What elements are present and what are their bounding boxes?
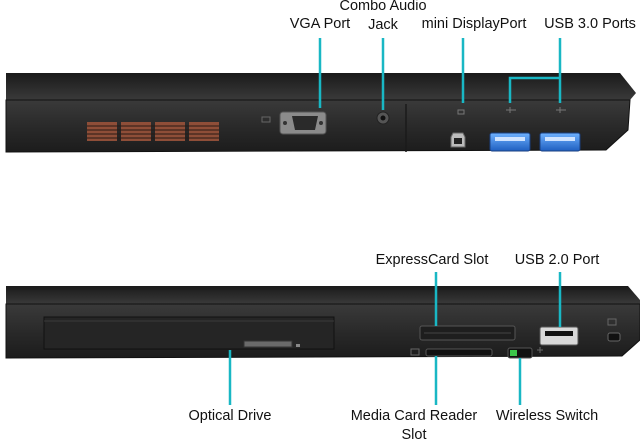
label-mini-displayport: mini DisplayPort [416,15,532,34]
label-combo-audio-line2: Jack [368,17,398,33]
wireless-switch-icon [507,347,543,359]
usb2-port-icon [539,326,579,346]
label-mini-displayport-text: mini DisplayPort [421,16,527,32]
label-usb30-ports-text: USB 3.0 Ports [544,16,636,32]
cooling-vent-icon [87,122,219,141]
security-lock-slot-icon [607,318,621,342]
label-media-card-line1: Media Card Reader [350,408,478,424]
mini-displayport-icon [450,132,466,148]
label-usb30-ports: USB 3.0 Ports [540,15,640,34]
label-wireless-switch-text: Wireless Switch [495,408,599,424]
laptop-left-side [5,73,636,153]
label-media-card-reader-slot: Media Card Reader Slot [347,407,481,445]
vga-port-icon [261,111,327,135]
label-optical-drive: Optical Drive [182,407,278,426]
callout-lines [228,38,562,405]
label-media-card-line2: Slot [401,427,427,443]
label-usb20-port-text: USB 2.0 Port [514,252,600,268]
label-expresscard-slot-text: ExpressCard Slot [375,252,489,268]
usb3-ports-icon [489,132,581,152]
label-optical-drive-text: Optical Drive [188,408,272,424]
label-vga-port: VGA Port [272,15,368,34]
audio-jack-icon [376,111,390,125]
label-expresscard-slot: ExpressCard Slot [372,251,492,270]
label-combo-audio-jack: Combo Audio Jack [332,0,434,35]
expresscard-slot-icon [419,325,516,341]
media-card-reader-icon [410,348,493,357]
label-vga-port-text: VGA Port [289,16,351,32]
label-wireless-switch: Wireless Switch [492,407,602,426]
label-combo-audio-line1: Combo Audio [339,0,427,14]
callout-usb30 [508,38,562,103]
optical-drive-icon [43,316,335,350]
laptop-right-side [5,286,640,359]
label-usb20-port: USB 2.0 Port [507,251,607,270]
